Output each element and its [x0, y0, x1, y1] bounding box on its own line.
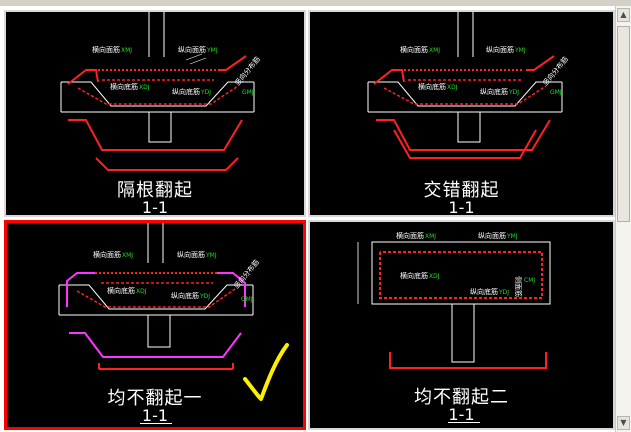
- svg-text:YMJ: YMJ: [514, 47, 526, 54]
- svg-text:横向底筋: 横向底筋: [400, 271, 428, 280]
- svg-text:纵向底筋: 纵向底筋: [172, 87, 200, 96]
- section-underline-4: [448, 422, 480, 423]
- svg-text:YMJ: YMJ: [506, 233, 518, 240]
- svg-text:XMJ: XMJ: [425, 233, 436, 240]
- svg-text:横向底筋: 横向底筋: [107, 286, 135, 295]
- svg-text:XDJ: XDJ: [447, 84, 458, 91]
- svg-text:横向面筋: 横向面筋: [93, 250, 121, 259]
- svg-text:XMJ: XMJ: [122, 252, 133, 259]
- svg-text:XDJ: XDJ: [429, 273, 440, 280]
- section-drawing-2: 横向面筋 XMJ 纵向面筋 YMJ 横向底筋 XDJ 纵向底筋 YDJ 竖向分布…: [367, 12, 570, 159]
- panel-option-1[interactable]: 横向面筋 XMJ 纵向面筋 YMJ 横向底筋 XDJ 纵向底筋 YDJ 竖向分布…: [4, 10, 306, 217]
- svg-text:YMJ: YMJ: [205, 252, 217, 259]
- section-underline-3: [140, 423, 172, 424]
- svg-text:纵向面筋: 纵向面筋: [178, 45, 206, 54]
- panel-option-3[interactable]: 横向面筋 XMJ 纵向面筋 YMJ 横向底筋 XDJ 纵向底筋 YDJ 竖向分布…: [4, 220, 306, 430]
- section-underline-2: [448, 215, 480, 216]
- svg-text:CMJ: CMJ: [524, 277, 535, 284]
- svg-text:横向底筋: 横向底筋: [110, 82, 138, 91]
- svg-text:GMJ: GMJ: [241, 296, 253, 303]
- svg-text:纵向底筋: 纵向底筋: [171, 291, 199, 300]
- svg-text:GMJ: GMJ: [242, 89, 254, 96]
- svg-text:侧面筋: 侧面筋: [514, 276, 523, 297]
- svg-text:GMJ: GMJ: [550, 89, 562, 96]
- svg-text:横向面筋: 横向面筋: [396, 231, 424, 240]
- section-drawing-1: 横向面筋 XMJ 纵向面筋 YMJ 横向底筋 XDJ 纵向底筋 YDJ 竖向分布…: [60, 12, 262, 171]
- svg-text:纵向面筋: 纵向面筋: [486, 45, 514, 54]
- scroll-thumb[interactable]: [617, 26, 630, 222]
- svg-text:YMJ: YMJ: [206, 47, 218, 54]
- section-label-2: 1-1: [448, 198, 475, 217]
- svg-text:横向面筋: 横向面筋: [400, 45, 428, 54]
- caption-2: 交错翻起: [423, 180, 500, 201]
- panel-option-2[interactable]: 横向面筋 XMJ 纵向面筋 YMJ 横向底筋 XDJ 纵向底筋 YDJ 竖向分布…: [308, 10, 615, 217]
- section-label-4: 1-1: [448, 405, 475, 424]
- section-drawing-4: 横向面筋 XMJ 纵向面筋 YMJ 横向底筋 XDJ 纵向底筋 YDJ 侧面筋 …: [357, 231, 551, 369]
- svg-text:纵向面筋: 纵向面筋: [478, 231, 506, 240]
- svg-text:横向底筋: 横向底筋: [418, 82, 446, 91]
- svg-text:YDJ: YDJ: [498, 289, 509, 296]
- svg-text:纵向底筋: 纵向底筋: [470, 287, 498, 296]
- section-label-3: 1-1: [141, 406, 169, 425]
- svg-text:纵向面筋: 纵向面筋: [177, 250, 205, 259]
- section-label-1: 1-1: [141, 198, 169, 217]
- svg-text:XDJ: XDJ: [139, 84, 150, 91]
- scroll-up-button[interactable]: ▲: [617, 8, 630, 22]
- svg-text:纵向底筋: 纵向底筋: [480, 87, 508, 96]
- pattern-grid: 横向面筋 XMJ 纵向面筋 YMJ 横向底筋 XDJ 纵向底筋 YDJ 竖向分布…: [0, 6, 615, 432]
- caption-4: 均不翻起二: [414, 387, 509, 408]
- section-drawing-3: 横向面筋 XMJ 纵向面筋 YMJ 横向底筋 XDJ 纵向底筋 YDJ 竖向分布…: [58, 223, 289, 401]
- svg-text:YDJ: YDJ: [508, 89, 519, 96]
- svg-text:YDJ: YDJ: [199, 293, 210, 300]
- section-underline-1: [141, 215, 173, 216]
- label-top-h: 横向面筋: [92, 45, 120, 54]
- caption-3: 均不翻起一: [107, 388, 203, 409]
- svg-text:YDJ: YDJ: [200, 89, 211, 96]
- checkmark-icon: [243, 343, 289, 401]
- svg-text:XMJ: XMJ: [121, 47, 132, 54]
- vertical-scrollbar[interactable]: ▲ ▼: [615, 6, 631, 432]
- svg-text:XDJ: XDJ: [136, 288, 147, 295]
- caption-1: 隔根翻起: [117, 180, 193, 201]
- scroll-down-button[interactable]: ▼: [617, 416, 630, 430]
- panel-option-4[interactable]: 横向面筋 XMJ 纵向面筋 YMJ 横向底筋 XDJ 纵向底筋 YDJ 侧面筋 …: [308, 220, 615, 430]
- svg-text:XMJ: XMJ: [429, 47, 440, 54]
